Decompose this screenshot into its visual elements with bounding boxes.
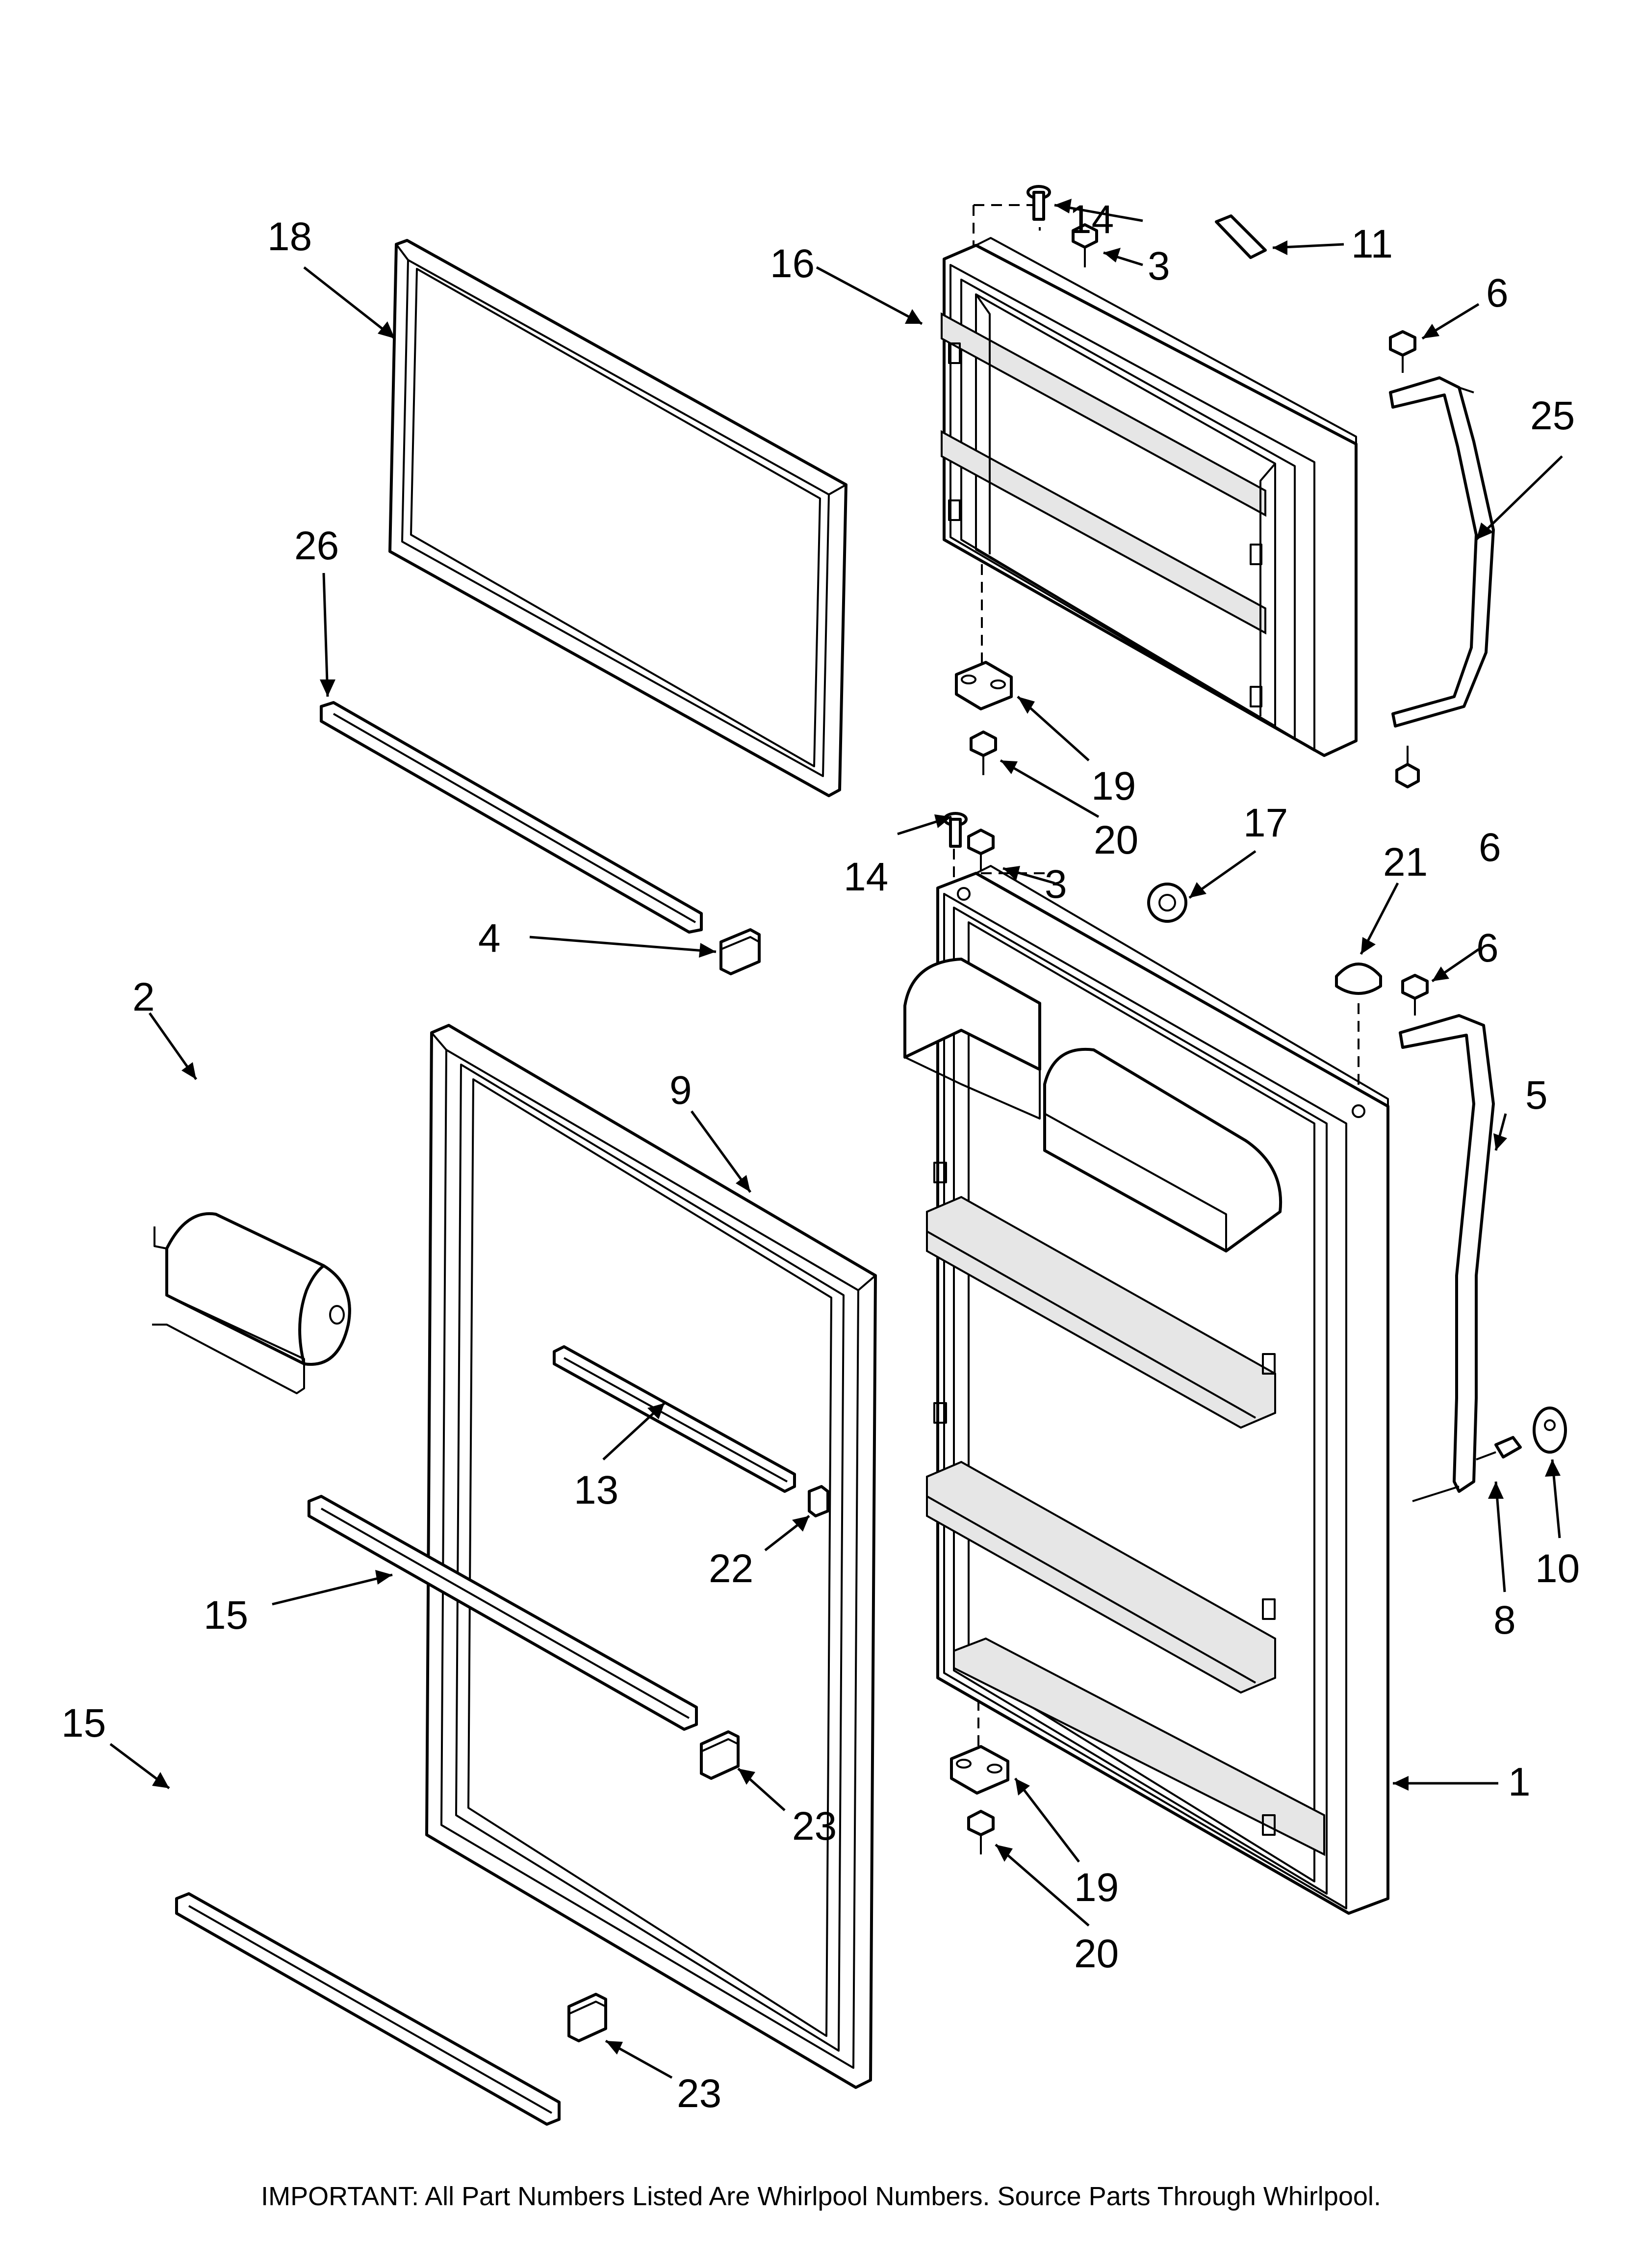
handle-screw-bottom-upper [1395, 746, 1420, 788]
callout-20: 20 [1074, 1931, 1119, 1976]
door-trim-strip-lower [175, 1892, 561, 2126]
callout-20: 20 [1094, 818, 1138, 862]
leader-lines [109, 199, 1563, 2079]
door-screw-upper [1072, 223, 1098, 267]
callout-6: 6 [1476, 926, 1499, 970]
refrigerator-handle [1399, 1014, 1495, 1493]
callout-15: 15 [61, 1701, 106, 1746]
callout-labels: 18 16 14 3 11 6 25 26 19 20 17 21 6 14 3… [61, 197, 1580, 2116]
callout-22: 22 [709, 1546, 753, 1591]
callout-13: 13 [574, 1468, 618, 1512]
trim-clip-small [808, 1485, 829, 1517]
callout-11: 11 [1351, 222, 1393, 266]
hinge-screw-upper [970, 730, 997, 775]
hinge-screw-lower [967, 1810, 995, 1854]
callout-21: 21 [1383, 840, 1428, 885]
handle-screw-top-lower [1401, 974, 1429, 1016]
callout-1: 1 [1508, 1760, 1531, 1804]
hinge-upper [955, 661, 1013, 710]
strip-clip-lower [567, 1993, 607, 2042]
callout-3: 3 [1045, 862, 1067, 907]
hinge-lower [950, 1745, 1009, 1795]
door-pin-upper [1026, 185, 1051, 221]
callout-6: 6 [1486, 271, 1509, 315]
callout-6: 6 [1479, 825, 1501, 870]
callout-8: 8 [1493, 1598, 1516, 1642]
gasket-trim-strip [553, 1345, 796, 1493]
callout-15: 15 [204, 1593, 248, 1638]
handle-screw-top-upper [1389, 330, 1416, 373]
callout-16: 16 [770, 241, 815, 286]
handle-button [1533, 1407, 1567, 1454]
handle-mount-screw [1476, 1436, 1522, 1460]
trim-clip [719, 928, 761, 975]
callout-14: 14 [844, 855, 888, 899]
freezer-trim-strip [320, 701, 703, 934]
footer-note: IMPORTANT: All Part Numbers Listed Are W… [261, 2182, 1381, 2211]
refrigerator-door-gasket [425, 1024, 877, 2089]
callout-23: 23 [792, 1804, 837, 1849]
refrigerator-door [903, 865, 1389, 1915]
freezer-door [941, 237, 1358, 757]
callout-4: 4 [478, 916, 501, 961]
freezer-door-gasket [388, 239, 847, 797]
callout-14: 14 [1069, 197, 1114, 242]
callout-19: 19 [1091, 764, 1136, 808]
callout-23: 23 [677, 2071, 721, 2116]
rating-label [1215, 214, 1267, 259]
callout-19: 19 [1074, 1865, 1119, 1910]
callout-2: 2 [132, 975, 155, 1019]
callout-9: 9 [669, 1068, 692, 1113]
freezer-handle [1389, 376, 1495, 728]
hinge-plug [1147, 883, 1187, 923]
callout-25: 25 [1530, 393, 1575, 438]
strip-clip-upper [700, 1730, 740, 1780]
door-trim-strip-upper [308, 1495, 698, 1731]
crisper-cover [152, 1212, 351, 1394]
callout-10: 10 [1535, 1546, 1580, 1591]
callout-17: 17 [1243, 801, 1288, 845]
door-screw-lower [967, 829, 995, 871]
callout-26: 26 [294, 523, 339, 568]
callout-3: 3 [1148, 244, 1170, 288]
hole-cap [1335, 963, 1382, 995]
callout-18: 18 [267, 214, 312, 259]
callout-5: 5 [1525, 1073, 1548, 1118]
